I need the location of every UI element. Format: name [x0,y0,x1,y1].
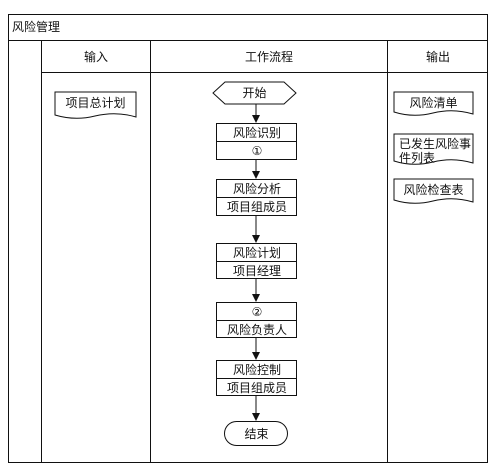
step-5-top: 风险控制 [232,363,281,377]
step-4-top: ② [251,305,263,319]
outer-frame [8,14,488,463]
step-1-bottom: ① [251,144,263,158]
step-4-bottom: 风险负责人 [226,323,287,337]
step-3-bottom: 项目经理 [232,264,281,278]
start-label: 开始 [242,86,267,100]
step-5-bottom: 项目组成员 [226,381,287,395]
input-doc-label: 项目总计划 [65,96,126,110]
header-process: 工作流程 [244,50,293,64]
output-doc-label-3: 风险检查表 [403,183,464,197]
diagram-title: 风险管理 [12,20,61,34]
step-3-top: 风险计划 [232,246,281,260]
output-doc-label-1: 风险清单 [409,96,458,110]
step-2-top: 风险分析 [232,182,281,196]
output-doc-label-2: 已发生风险事件列表 [399,137,472,165]
header-input: 输入 [83,50,108,64]
step-2-bottom: 项目组成员 [226,200,287,214]
output-doc-shape-2 [393,133,474,165]
input-doc-shape [54,91,137,119]
start-shape [212,81,297,105]
header-output: 输出 [425,50,450,64]
end-shape [224,421,288,446]
end-label: 结束 [244,427,269,441]
output-doc-shape-1 [393,91,474,116]
step-1-top: 风险识别 [232,126,281,140]
output-doc-shape-3 [393,178,474,204]
